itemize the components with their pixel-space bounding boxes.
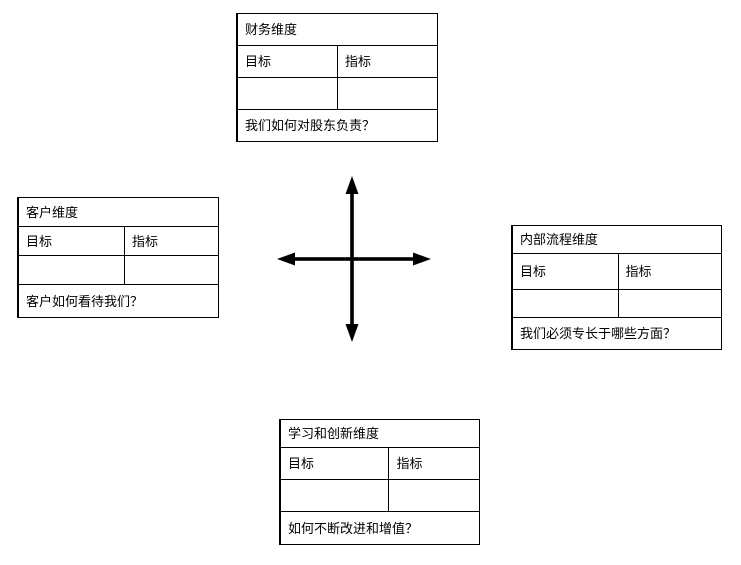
four-way-cross-arrow-icon	[277, 176, 431, 342]
value-objective[interactable]	[19, 256, 125, 284]
perspective-question-customer: 客户如何看待我们？	[26, 293, 144, 309]
column-header-objective: 目标	[513, 254, 619, 289]
value-measure[interactable]	[389, 480, 479, 511]
column-header-objective: 目标	[238, 46, 338, 77]
perspective-title-row: 财务维度	[238, 14, 437, 46]
perspective-title-row: 学习和创新维度	[281, 420, 479, 448]
perspective-value-row	[281, 480, 479, 512]
value-measure[interactable]	[619, 290, 722, 317]
perspective-question-internal-process: 我们必须专长于哪些方面？	[520, 326, 677, 341]
perspective-title-row: 客户维度	[19, 198, 218, 227]
column-header-measure: 指标	[396, 456, 423, 471]
perspective-card-learning-innovation[interactable]: 学习和创新维度 目标 指标 如何不断改进和增值？	[279, 419, 480, 545]
perspective-header-row: 目标 指标	[238, 46, 437, 78]
column-header-measure: 指标	[345, 54, 372, 69]
perspective-card-internal-process[interactable]: 内部流程维度 目标 指标 我们必须专长于哪些方面？	[511, 225, 722, 350]
perspective-question-row: 客户如何看待我们？	[19, 285, 218, 317]
perspective-value-row	[513, 290, 721, 318]
perspective-title-row: 内部流程维度	[513, 226, 721, 254]
value-measure[interactable]	[125, 256, 218, 284]
value-objective[interactable]	[238, 78, 338, 109]
perspective-card-customer[interactable]: 客户维度 目标 指标 客户如何看待我们？	[17, 197, 219, 318]
column-header-measure: 指标	[131, 233, 158, 249]
perspective-header-row: 目标 指标	[513, 254, 721, 290]
perspective-title-customer: 客户维度	[26, 204, 79, 220]
value-objective[interactable]	[513, 290, 619, 317]
perspective-question-financial: 我们如何对股东负责？	[245, 118, 376, 133]
perspective-card-financial[interactable]: 财务维度 目标 指标 我们如何对股东负责？	[236, 13, 438, 142]
value-measure[interactable]	[338, 78, 437, 109]
perspective-title-learning-innovation: 学习和创新维度	[288, 426, 380, 441]
column-header-objective: 目标	[19, 227, 125, 255]
perspective-value-row	[19, 256, 218, 285]
perspective-header-row: 目标 指标	[19, 227, 218, 256]
perspective-question-row: 我们必须专长于哪些方面？	[513, 318, 721, 349]
column-header-measure: 指标	[625, 264, 652, 279]
perspective-title-internal-process: 内部流程维度	[520, 232, 599, 247]
perspective-question-row: 我们如何对股东负责？	[238, 110, 437, 141]
column-header-objective: 目标	[281, 448, 390, 479]
value-objective[interactable]	[281, 480, 390, 511]
perspective-question-row: 如何不断改进和增值？	[281, 512, 479, 544]
perspective-question-learning-innovation: 如何不断改进和增值？	[288, 520, 419, 536]
perspective-title-financial: 财务维度	[245, 22, 298, 37]
perspective-header-row: 目标 指标	[281, 448, 479, 480]
perspective-value-row	[238, 78, 437, 110]
